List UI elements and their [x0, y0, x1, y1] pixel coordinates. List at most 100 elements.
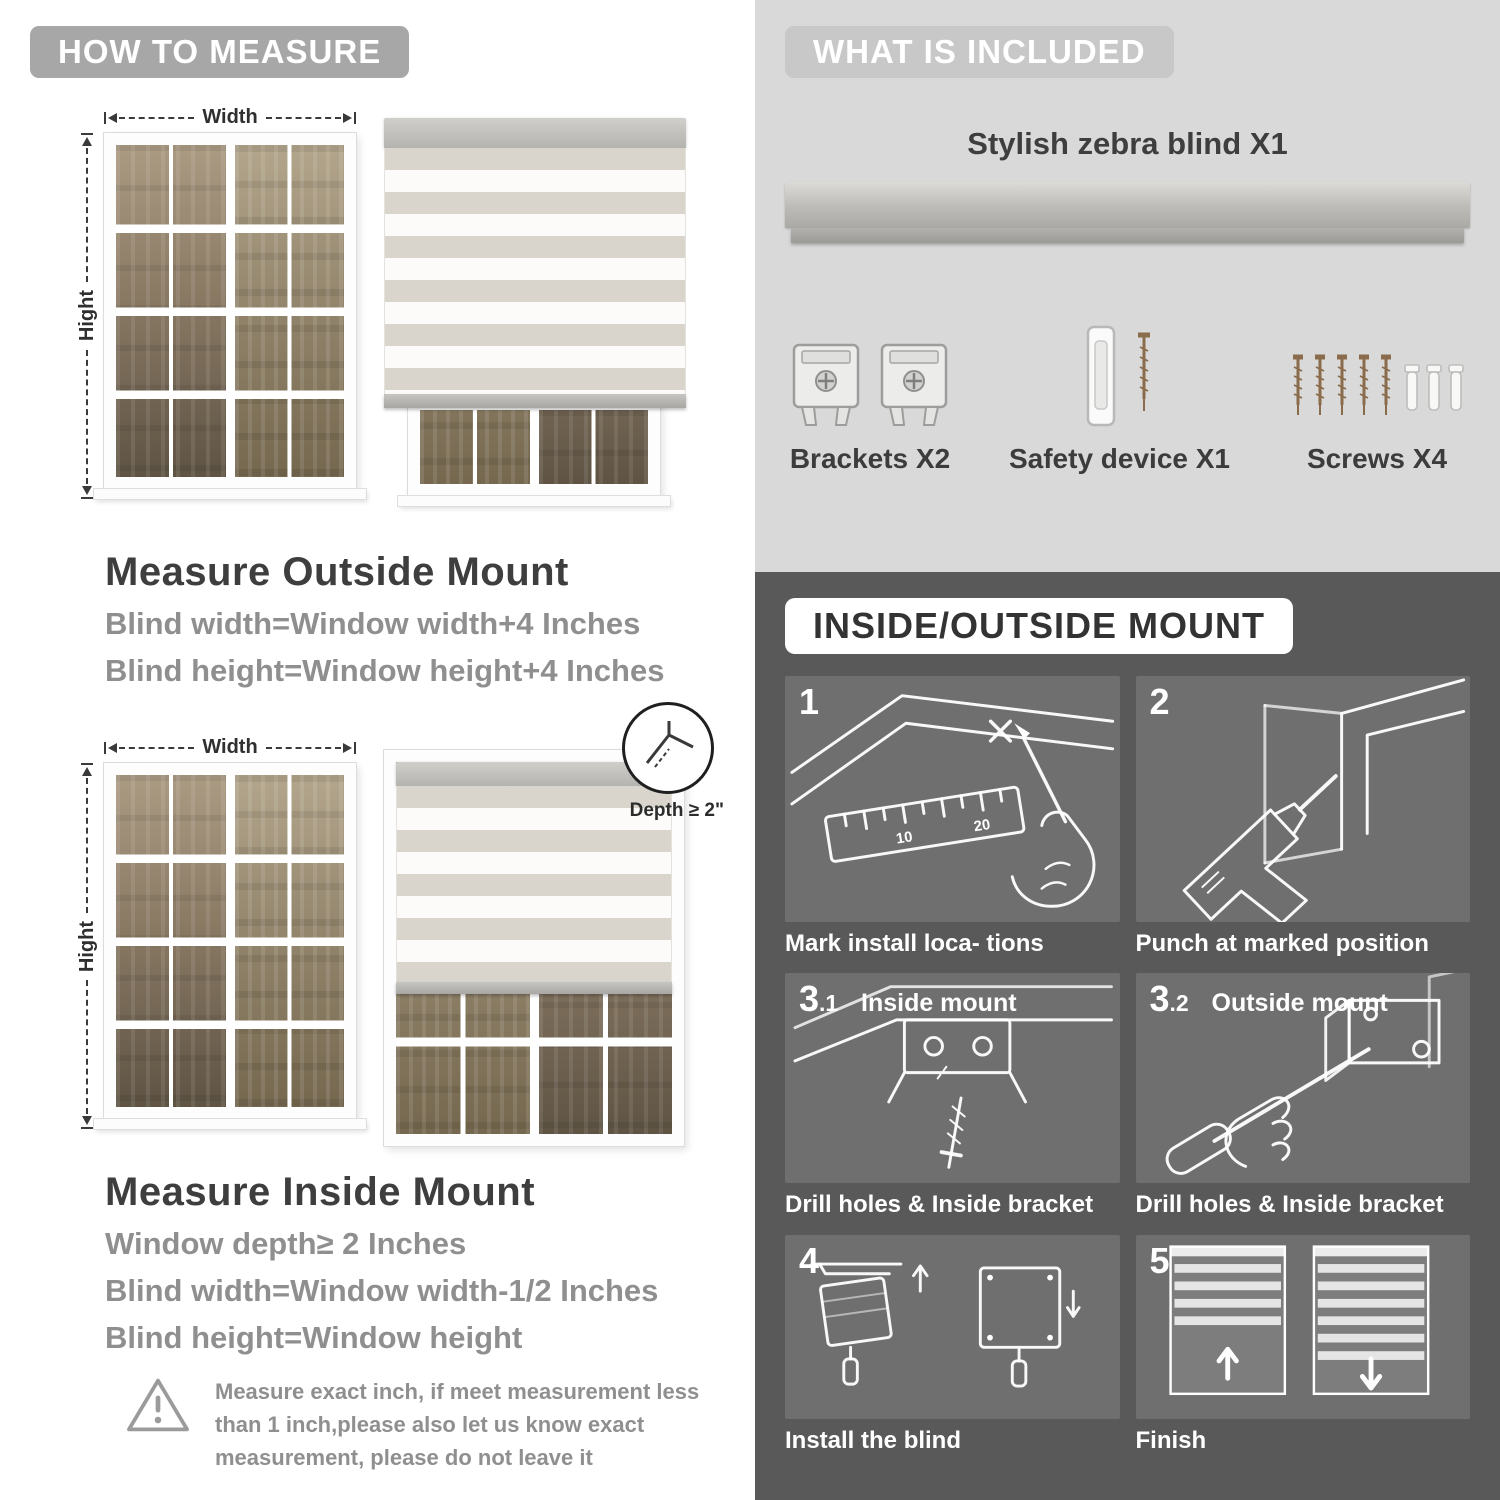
blind-bottom-bar: [384, 394, 686, 408]
warning-icon: [127, 1378, 189, 1432]
product-label: Stylish zebra blind X1: [967, 126, 1288, 161]
arrow-right-icon: [343, 742, 353, 753]
mark-locations-drawing: 10 20: [790, 694, 1115, 908]
bracket-icon: [880, 343, 948, 426]
right-column: WHAT IS INCLUDED Stylish zebra blind X1: [755, 0, 1500, 1500]
step-5: 5: [1135, 1234, 1470, 1454]
arrow-endcap: [81, 497, 93, 499]
window-sash: [116, 145, 226, 477]
step-number: 4: [799, 1239, 820, 1281]
step-4: 4: [785, 1234, 1120, 1454]
step-caption: Mark install loca- tions: [785, 930, 1044, 957]
step-number: 2: [1149, 681, 1170, 722]
depth-detail-circle: [622, 702, 714, 795]
inside-bracket-drawing: [793, 985, 1113, 1170]
window-measure-figure-outside: Width Hight: [70, 106, 366, 499]
window-sash: [234, 775, 344, 1108]
inside-mount-heading: Measure Inside Mount: [105, 1170, 536, 1215]
inside-mount-blind-figure: Depth ≥ 2": [384, 702, 724, 1147]
finish-drawing: [1168, 1245, 1429, 1395]
step-title: Outside mount: [1211, 989, 1388, 1018]
arrow-endcap: [81, 1127, 93, 1130]
width-arrow-row: Width: [70, 106, 358, 129]
how-to-measure-banner: HOW TO MEASURE: [30, 26, 410, 78]
step-3-1: 3.1 Inside mount: [785, 973, 1120, 1218]
window-sash: [116, 775, 226, 1108]
what-is-included-section: WHAT IS INCLUDED Stylish zebra blind X1: [755, 0, 1500, 572]
arrow-down-icon: [82, 486, 92, 495]
brackets-graphic: [789, 283, 951, 431]
zebra-blind-headrail-illustration: [785, 182, 1470, 243]
step-caption: Install the blind: [785, 1426, 962, 1454]
dashed-line: [119, 116, 195, 119]
brackets-label: Brackets X2: [789, 443, 951, 474]
step-number: 3.1: [799, 978, 839, 1020]
what-is-included-banner: WHAT IS INCLUDED: [785, 26, 1174, 78]
step-4-canvas: 4: [785, 1234, 1120, 1419]
width-measure-arrow: Width: [104, 106, 357, 129]
svg-text:10: 10: [895, 829, 914, 847]
window-corner-detail: [645, 721, 694, 768]
arrow-endcap: [354, 741, 357, 754]
outside-bracket-drawing: [1165, 973, 1455, 1176]
outside-mount-blind-figure: [384, 118, 686, 526]
note-line: than 1 inch,please also let us know exac…: [215, 1412, 645, 1438]
screws-label: Screws X4: [1306, 443, 1448, 474]
width-measure-arrow: Width: [104, 736, 357, 759]
inside-mount-line: Window depth≥ 2 Inches: [105, 1226, 467, 1262]
bracket-icon: [792, 343, 860, 426]
arrow-right-icon: [343, 112, 353, 123]
dashed-line: [86, 349, 88, 484]
window-sill: [398, 496, 670, 506]
dashed-line: [119, 746, 195, 749]
step-1: 1 10 20: [785, 676, 1120, 957]
step-1-canvas: 1 10 20: [785, 676, 1120, 922]
step-number: 3.2: [1149, 978, 1189, 1020]
included-items-row: Brackets X2: [785, 283, 1470, 475]
step-number: 5: [1149, 1239, 1170, 1281]
measure-note: Measure exact inch, if meet measurement …: [125, 1375, 750, 1474]
mount-steps-grid: 1 10 20: [785, 676, 1470, 1454]
step-3-2: 3.2 Outside mount: [1135, 973, 1470, 1219]
window-sash: [234, 145, 344, 477]
safety-device-icon: [1086, 325, 1150, 427]
included-item-brackets: Brackets X2: [789, 283, 951, 475]
note-line: Measure exact inch, if meet measurement …: [215, 1379, 700, 1405]
window-sill: [94, 489, 366, 499]
step-caption: Drill holes & Inside bracket: [785, 1191, 1094, 1219]
dashed-line: [265, 116, 342, 119]
install-blind-drawing: [810, 1262, 1081, 1388]
arrow-endcap: [81, 763, 93, 766]
headrail-face: [785, 182, 1470, 228]
window-illustration: [384, 750, 684, 1147]
arrow-up-icon: [82, 137, 92, 146]
step-title: Inside mount: [861, 989, 1017, 1018]
arrow-up-icon: [82, 767, 92, 777]
blind-bottom-bar: [396, 982, 672, 995]
included-item-screws: Screws X4: [1288, 283, 1466, 475]
step-3-2-canvas: 3.2 Outside mount: [1135, 973, 1470, 1184]
step-caption: Drill holes & Inside bracket: [1135, 1191, 1444, 1219]
included-item-safety-device: Safety device X1: [1009, 283, 1230, 475]
outside-mount-line: Blind width=Window width+4 Inches: [105, 606, 641, 641]
step-number: 1: [799, 681, 820, 722]
window-illustration: [104, 133, 356, 489]
height-label: Hight: [75, 920, 98, 972]
window-row: Hight: [70, 133, 366, 499]
mount-instructions-section: INSIDE/OUTSIDE MOUNT 1: [755, 572, 1500, 1500]
step-2: 2: [1135, 676, 1470, 957]
safety-device-graphic: [1060, 283, 1180, 431]
blind-stripes: [384, 148, 686, 394]
depth-label: Depth ≥ 2": [629, 800, 724, 822]
dashed-line: [86, 778, 88, 913]
screws-anchors-icon: [1293, 354, 1464, 415]
svg-text:20: 20: [973, 817, 992, 835]
note-text: Measure exact inch, if meet measurement …: [215, 1375, 699, 1474]
step-3-1-canvas: 3.1 Inside mount: [785, 973, 1120, 1184]
drill-drawing: [1182, 678, 1465, 922]
width-arrow-row: Width: [70, 736, 358, 759]
window-sill: [94, 1119, 366, 1130]
dashed-line: [86, 979, 88, 1115]
window-illustration: [104, 763, 356, 1120]
